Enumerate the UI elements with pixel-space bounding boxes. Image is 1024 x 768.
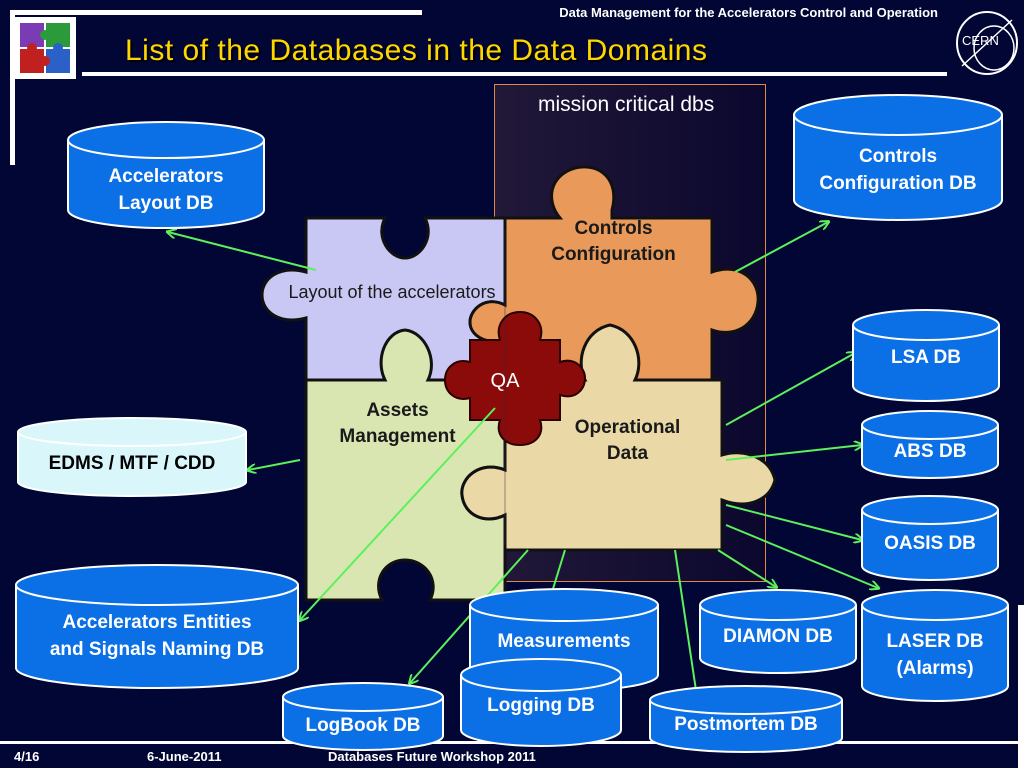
arrow-to-accelerators-layout bbox=[168, 232, 317, 271]
cern-logo-text: CERN bbox=[962, 33, 999, 48]
arrow-to-naming bbox=[300, 407, 496, 620]
piece-label-assets: Assets Management bbox=[339, 400, 456, 447]
db-cylinder-controls-config bbox=[793, 94, 1003, 221]
db-cylinder-oasis bbox=[861, 495, 999, 581]
db-label-measurements: Measurements bbox=[497, 631, 631, 652]
db-cylinder-logging bbox=[460, 658, 622, 747]
page-title: List of the Databases in the Data Domain… bbox=[125, 34, 708, 67]
db-label-naming: Accelerators Entities and Signals Naming… bbox=[49, 612, 265, 660]
db-label-controls-config: Controls Configuration DB bbox=[819, 146, 977, 194]
frame-line-left bbox=[10, 10, 15, 165]
mission-critical-label: mission critical dbs bbox=[538, 93, 715, 116]
db-label-lsa: LSA DB bbox=[890, 347, 962, 368]
header-subtitle: Data Management for the Accelerators Con… bbox=[559, 5, 938, 20]
db-cylinder-laser bbox=[861, 589, 1009, 702]
db-cylinder-edms bbox=[17, 417, 247, 497]
db-label-oasis: OASIS DB bbox=[884, 533, 976, 554]
db-label-logging: Logging DB bbox=[487, 695, 595, 716]
piece-label-operational: Operational Data bbox=[574, 417, 681, 464]
piece-label-qa: QA bbox=[490, 370, 520, 392]
piece-label-layout: Layout of the accelerators bbox=[288, 282, 496, 302]
db-cylinder-diamon bbox=[699, 589, 857, 674]
db-label-abs: ABS DB bbox=[893, 441, 967, 462]
cern-logo: CERN bbox=[954, 8, 1020, 78]
footer-page-number: 4/16 bbox=[14, 749, 40, 764]
db-cylinder-lsa bbox=[852, 309, 1000, 402]
arrow-to-laser bbox=[725, 524, 878, 588]
arrow-to-postmortem bbox=[674, 549, 697, 697]
frame-line-right bbox=[1018, 605, 1024, 768]
arrow-to-oasis bbox=[725, 504, 862, 540]
db-label-accelerators-layout: Accelerators Layout DB bbox=[108, 166, 224, 214]
arrow-to-diamon bbox=[717, 549, 776, 587]
arrow-to-controls-config bbox=[734, 222, 828, 273]
db-cylinder-accelerators-layout bbox=[67, 121, 265, 229]
frame-line-top bbox=[10, 10, 422, 15]
piece-qa bbox=[443, 310, 587, 447]
footer-event: Databases Future Workshop 2011 bbox=[328, 749, 536, 764]
db-cylinder-abs bbox=[861, 410, 999, 479]
arrow-to-edms bbox=[248, 459, 301, 470]
arrow-to-lsa bbox=[725, 353, 855, 426]
arrow-to-abs bbox=[725, 445, 862, 461]
piece-controls-configuration bbox=[468, 165, 760, 382]
db-cylinder-naming bbox=[15, 564, 299, 689]
db-cylinder-postmortem bbox=[649, 685, 843, 753]
db-label-postmortem: Postmortem DB bbox=[674, 714, 818, 735]
footer-date: 6-June-2011 bbox=[147, 749, 222, 764]
db-label-diamon: DIAMON DB bbox=[723, 626, 833, 647]
title-underline bbox=[82, 72, 947, 76]
db-label-edms: EDMS / MTF / CDD bbox=[48, 453, 216, 474]
db-label-logbook: LogBook DB bbox=[305, 715, 421, 736]
db-label-laser: LASER DB (Alarms) bbox=[886, 631, 984, 679]
puzzle-logo-icon bbox=[14, 17, 76, 79]
piece-label-controls: Controls Configuration bbox=[551, 218, 676, 265]
db-cylinder-logbook bbox=[282, 682, 444, 751]
